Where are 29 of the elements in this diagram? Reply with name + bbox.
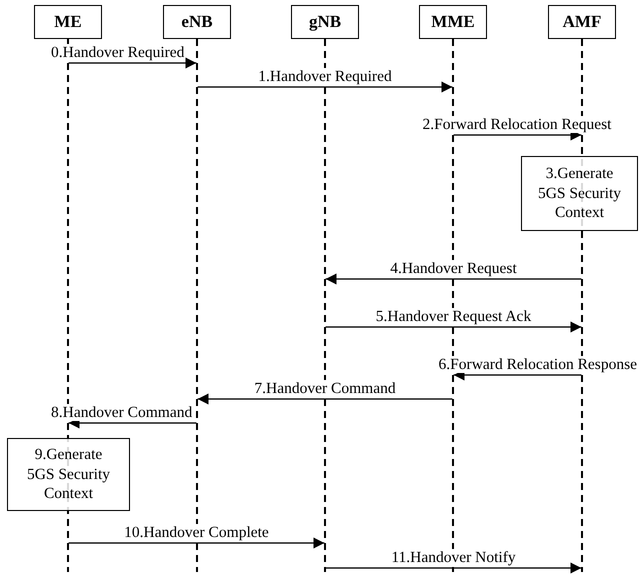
lifeline	[67, 39, 69, 572]
participant-box: eNB	[163, 5, 231, 39]
lifeline	[452, 39, 454, 572]
lifeline	[324, 39, 326, 572]
message-arrow	[326, 322, 582, 332]
process-note: 3.Generate 5GS Security Context	[521, 156, 638, 231]
message-arrow	[198, 394, 452, 404]
edge-label: 4.Handover Request	[389, 260, 518, 277]
participant-box: gNB	[291, 5, 359, 39]
edge-label: 5.Handover Request Ack	[374, 308, 532, 325]
edge-label: 7.Handover Command	[253, 380, 397, 397]
edge-label: 6.Forward Relocation Response	[438, 356, 638, 373]
lifeline	[196, 39, 198, 572]
message-arrow	[326, 562, 582, 574]
process-note: 9.Generate 5GS Security Context	[7, 438, 130, 511]
edge-label: 0.Handover Required	[50, 44, 186, 61]
message-arrow	[198, 82, 452, 92]
edge-label: 8.Handover Command	[50, 404, 194, 421]
edge-label: 11.Handover Notify	[390, 549, 517, 566]
participant-box: AMF	[548, 5, 616, 39]
edge-label: 2.Forward Relocation Request	[422, 116, 612, 133]
edge-label: 1.Handover Required	[257, 68, 393, 85]
participant-box: ME	[34, 5, 102, 39]
message-arrow	[326, 274, 582, 284]
lifeline	[581, 39, 583, 572]
message-arrow	[68, 538, 324, 548]
participant-box: MME	[419, 5, 487, 39]
edge-label: 10.Handover Complete	[123, 524, 270, 541]
message-arrow	[68, 58, 196, 68]
